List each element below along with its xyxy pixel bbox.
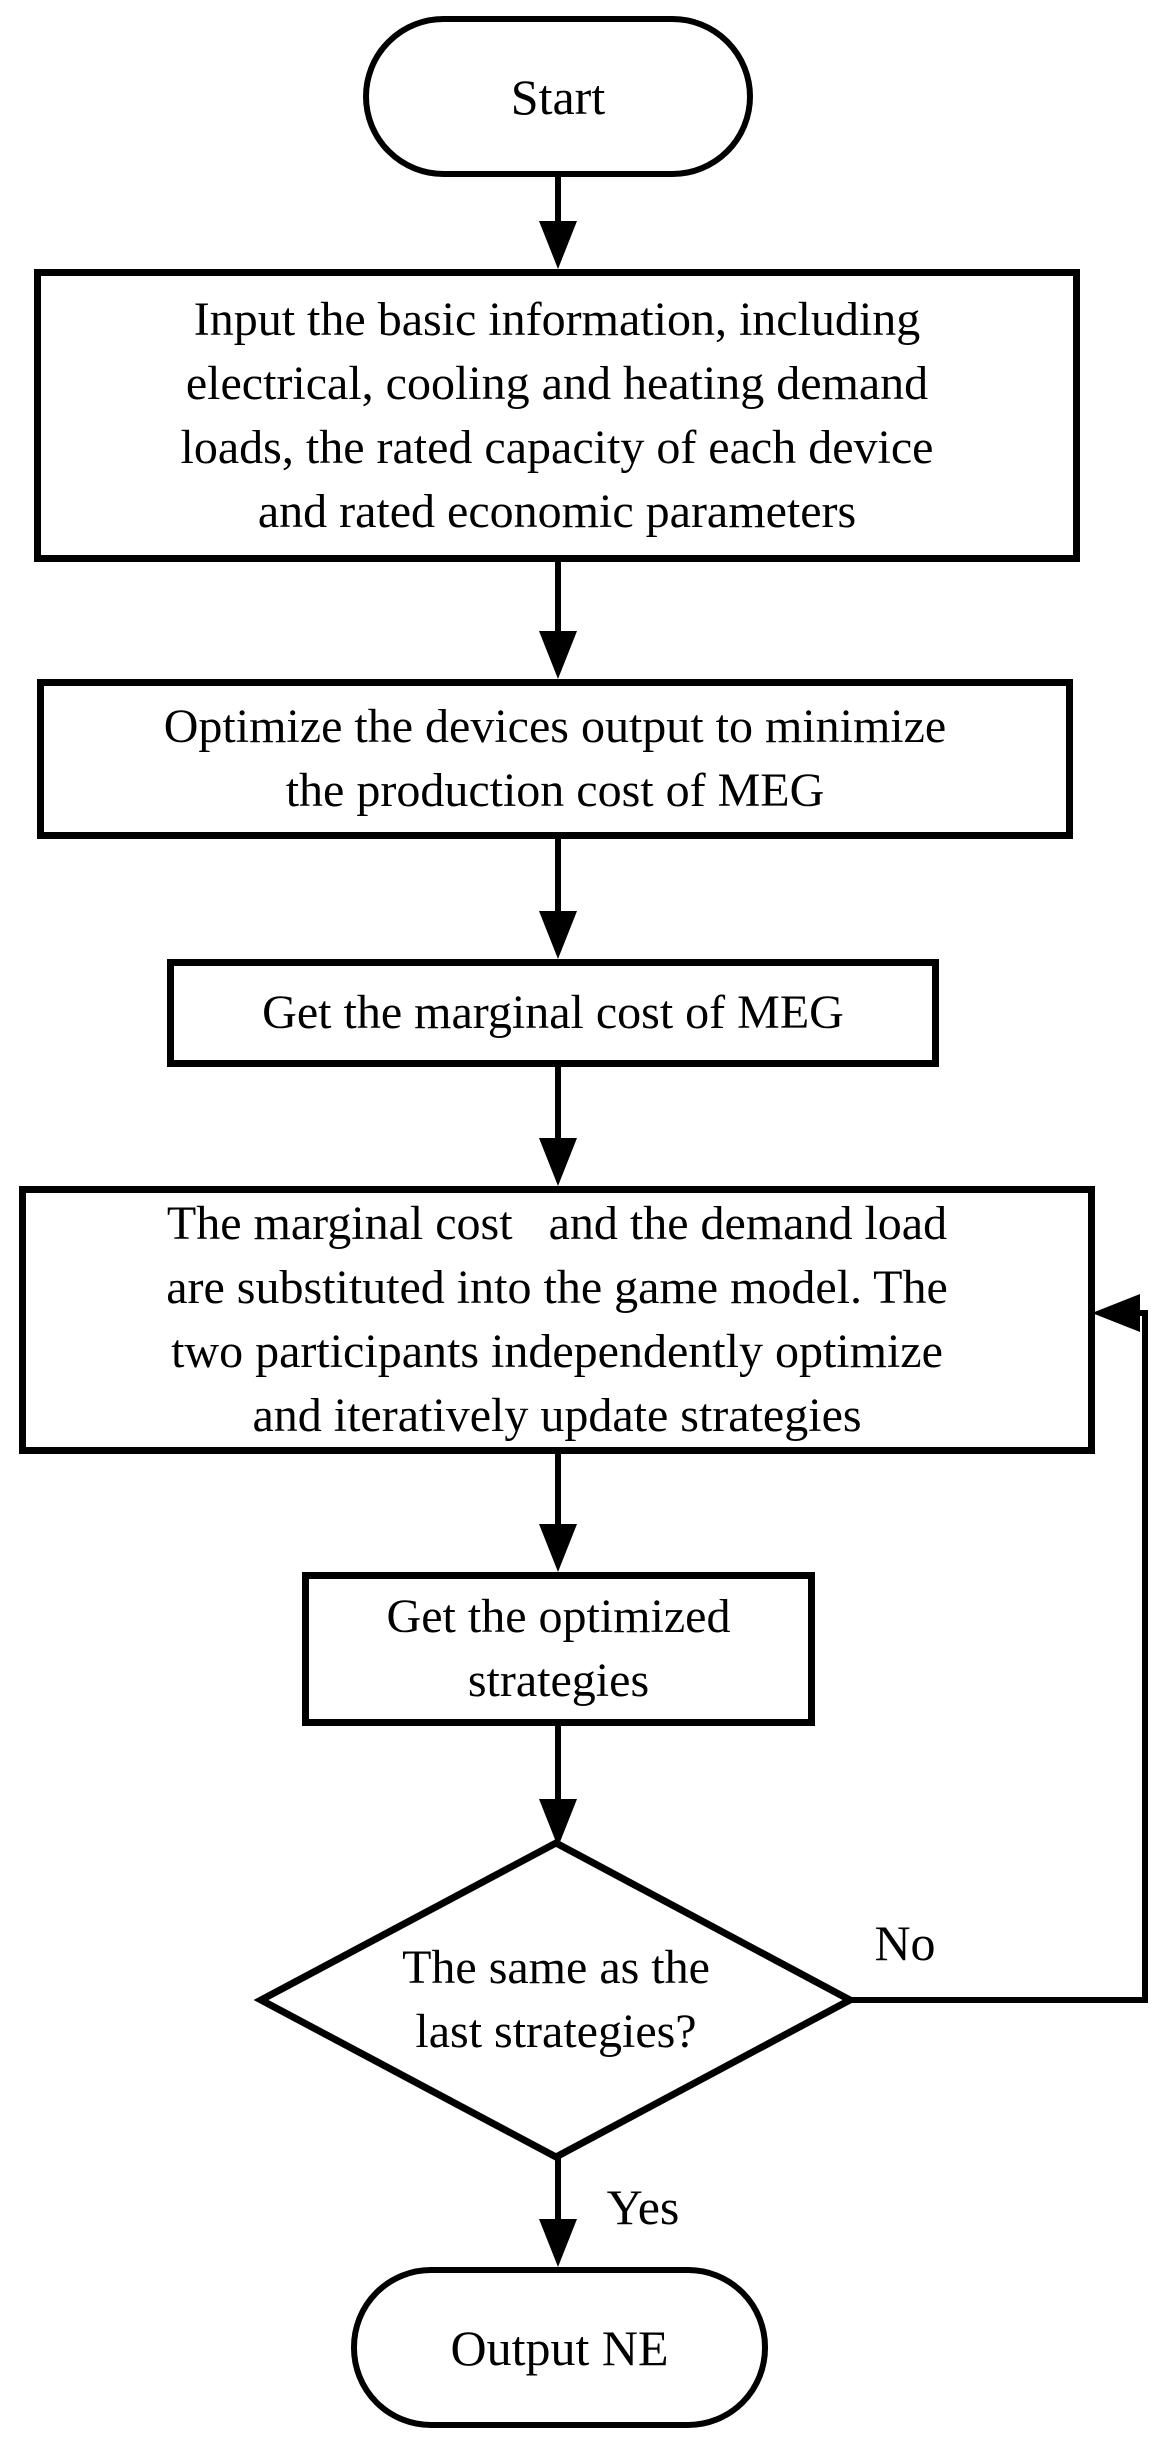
arrowhead-input-to-optimize [539,631,577,679]
arrowhead-optimize-to-marginal [539,911,577,959]
arrowhead-no-loop [1092,1294,1140,1332]
input-info-box: Input the basic information, including e… [34,269,1080,562]
output-ne-node: Output NE [351,2267,768,2428]
optimized-strategies-label: Get the optimized strategies [386,1590,731,1707]
input-info-label: Input the basic information, including e… [180,292,934,538]
marginal-cost-box: Get the marginal cost of MEG [167,959,939,1067]
start-node-label: Start [510,68,606,125]
arrowhead-start-to-input [539,221,577,269]
optimized-strategies-box: Get the optimized strategies [302,1572,815,1726]
output-ne-label: Output NE [450,2319,669,2376]
decision-diamond-text: The same as the last strategies? [306,1930,806,2070]
decision-label: The same as the last strategies? [402,1941,710,2058]
arrowhead-decision-to-output [539,2219,577,2267]
game-model-label: The marginal cost and the demand load ar… [166,1197,948,1442]
optimize-output-label: Optimize the devices output to minimize … [163,700,947,817]
start-node: Start [363,16,753,177]
yes-edge-label: Yes [606,2179,680,2235]
arrowhead-marginal-to-game [539,1138,577,1186]
game-model-box: The marginal cost and the demand load ar… [19,1186,1095,1454]
optimize-output-box: Optimize the devices output to minimize … [37,679,1073,839]
marginal-cost-label: Get the marginal cost of MEG [262,986,844,1039]
arrowhead-game-to-strategies [539,1524,577,1572]
no-edge-label: No [874,1915,936,1971]
arrowhead-strategies-to-decision [539,1799,577,1847]
